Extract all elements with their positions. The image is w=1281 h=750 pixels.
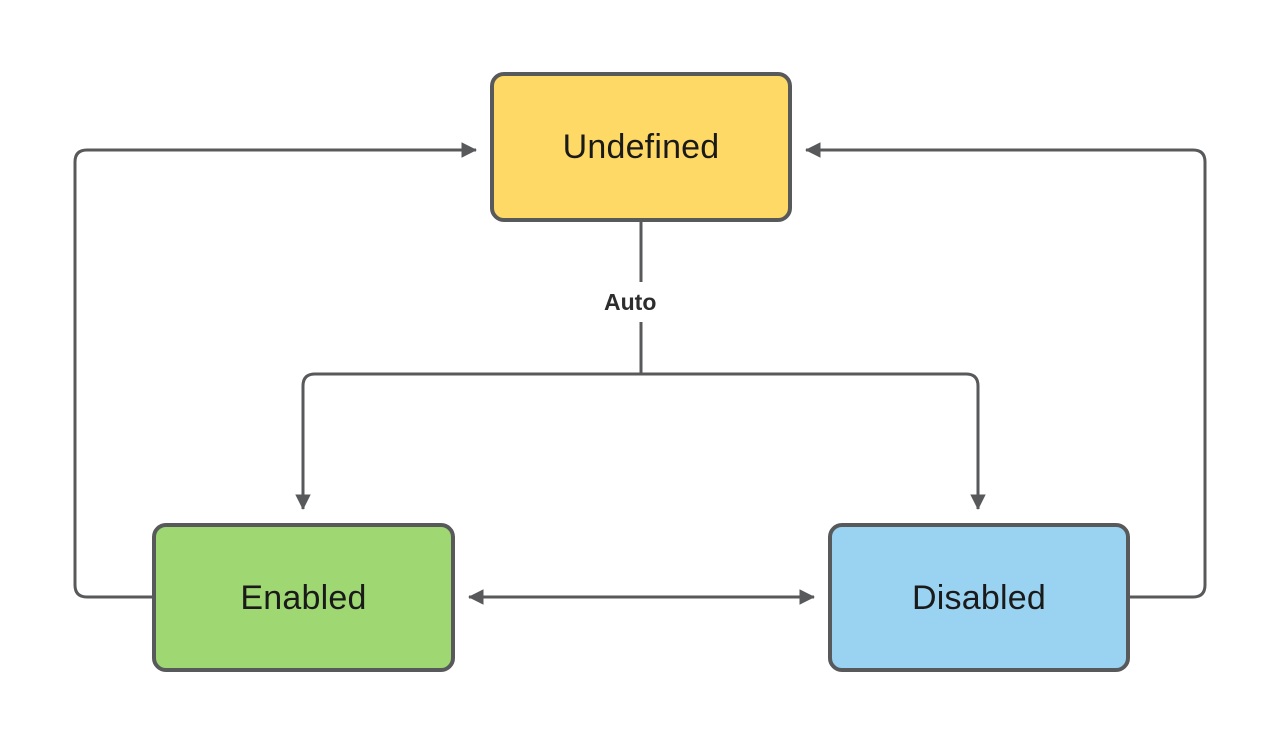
edge-undefined-to-enabled	[295, 372, 641, 510]
state-node-undefined-label: Undefined	[562, 128, 720, 166]
state-node-disabled[interactable]: Disabled	[828, 523, 1130, 672]
edge-label-auto: Auto	[596, 286, 665, 319]
state-node-undefined[interactable]: Undefined	[490, 72, 792, 222]
edge-enabled-to-undefined	[73, 142, 477, 599]
state-node-disabled-label: Disabled	[912, 578, 1046, 617]
state-node-enabled[interactable]: Enabled	[152, 523, 455, 672]
state-node-enabled-label: Enabled	[240, 578, 367, 617]
edge-disabled-to-undefined	[805, 142, 1207, 599]
edge-undefined-to-disabled	[641, 372, 986, 510]
